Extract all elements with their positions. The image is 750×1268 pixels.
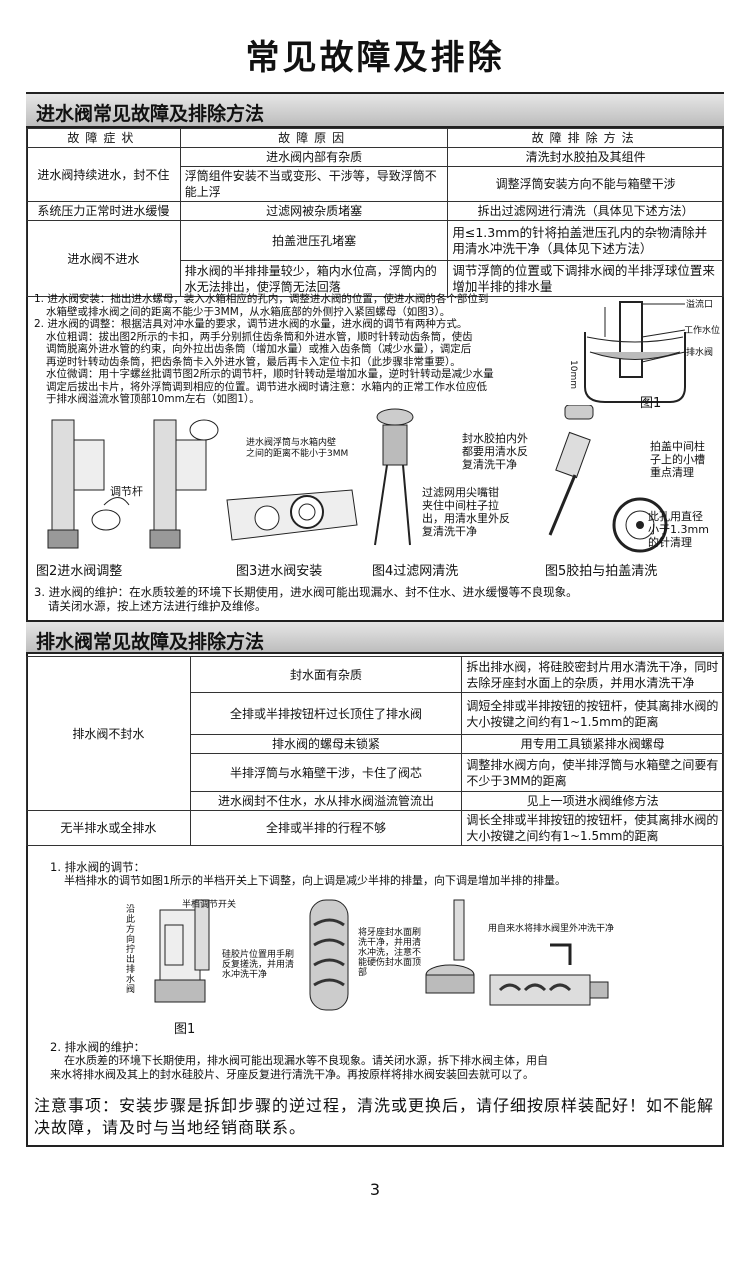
- fig4-caption: 图4过滤网清洗: [372, 564, 459, 579]
- table-row: 无半排水或全排水 全排或半排的行程不够 调长全排或半排按钮的按钮杆，使其离排水阀…: [26, 810, 724, 846]
- table-row: 排水阀不封水 封水面有杂质 拆出排水阀，将硅胶密封片用水清洗干净，同时去除牙座封…: [26, 656, 724, 811]
- fig1-water-level-diagram: [584, 301, 686, 403]
- fig4-filter-illustration: [374, 408, 414, 546]
- drain-rinse-illustration: [489, 943, 609, 1006]
- fig3-tank-top-illustration: [226, 489, 358, 541]
- drain-base-illustration: [425, 899, 475, 994]
- col-header: 故障原因: [179, 128, 449, 148]
- drain-fig1-caption: 图1: [174, 1022, 196, 1037]
- inlet-maintenance-note: 3. 进水阀的维护：在水质较差的环境下长期使用，进水阀可能出现漏水、封不住水、进…: [34, 585, 578, 613]
- adjust-rod-label: 调节杆: [110, 485, 143, 498]
- inlet-fault-table: 故障症状 故障原因 故障排除方法 进水阀持续进水，封不住 进水阀内部有杂质 清洗…: [26, 128, 724, 297]
- drain-section-header: 排水阀常见故障及排除方法: [26, 620, 724, 654]
- table-row: 进水阀封不住水，水从排水阀溢流管流出 见上一项进水阀维修方法: [27, 791, 724, 811]
- content-frame: [26, 92, 724, 1147]
- table-row: 排水阀的半排排量较少，箱内水位高，浮筒内的水无法排出，使浮筒无法回落 调节浮筒的…: [27, 260, 724, 297]
- table-row: 浮筒组件安装不当或变形、干涉等，导致浮筒不能上浮 调整浮筒安装方向不能与箱壁干涉: [27, 166, 724, 202]
- drain-maintenance-note: 2. 排水阀的维护： 在水质差的环境下长期使用，排水阀可能出现漏水等不良现象。请…: [50, 1040, 548, 1081]
- footer-notice: 注意事项：安装步骤是拆卸步骤的逆过程，清洗或更换后，请仔细按原样装配好！如不能解…: [34, 1096, 715, 1137]
- inlet-notes: 1. 进水阀安装：拙出进水螺母，装入水箱相应的孔内，调整进水阀的位置，使进水阀的…: [34, 293, 494, 405]
- fig5-seal-cap-illustration: [548, 405, 668, 553]
- table-header-row: 故障症状 故障原因 故障排除方法: [26, 128, 724, 148]
- drain-valve-fig1: [154, 899, 210, 1003]
- table-row: 系统压力正常时进水缓慢 过滤网被杂质堵塞 拆出过滤网进行清洗（具体见下述方法）: [26, 201, 724, 221]
- col-header: 故障症状: [26, 128, 181, 148]
- drain-fault-table: 排水阀不封水 封水面有杂质 拆出排水阀，将硅胶密封片用水清洗干净，同时去除牙座封…: [26, 656, 724, 846]
- fig2-caption: 图2进水阀调整: [36, 564, 123, 579]
- fig1-caption: 图1: [640, 396, 662, 411]
- drain-seal-illustration: [309, 899, 349, 1011]
- fig5-caption: 图5胶拍与拍盖清洗: [545, 564, 658, 579]
- fig2-inlet-valve-illustration: [47, 419, 219, 549]
- table-row: 进水阀持续进水，封不住 进水阀内部有杂质 清洗封水胶拍及其组件: [26, 147, 724, 202]
- drain-adjust-note: 1. 排水阀的调节： 半档排水的调节如图1所示的半档开关上下调整，向上调是减少半…: [50, 860, 566, 887]
- table-row: 半排浮筒与水箱壁干涉，卡住了阀芯 调整排水阀方向，使半排浮筒与水箱壁之间要有不少…: [27, 753, 724, 792]
- page-title: 常见故障及排除: [245, 38, 505, 78]
- page-number: 3: [369, 1180, 381, 1199]
- col-header: 故障排除方法: [447, 128, 724, 148]
- fig3-caption: 图3进水阀安装: [236, 564, 323, 579]
- table-row: 进水阀不进水 拍盖泄压孔堵塞 用≤1.3mm的针将拍盖泄压孔内的杂物清除并用清水…: [26, 220, 724, 297]
- table-row: 全排或半排按钮杆过长顶住了排水阀 调短全排或半排按钮的按钮杆，使其离排水阀的大小…: [27, 692, 724, 735]
- inlet-section-header: 进水阀常见故障及排除方法: [26, 94, 724, 128]
